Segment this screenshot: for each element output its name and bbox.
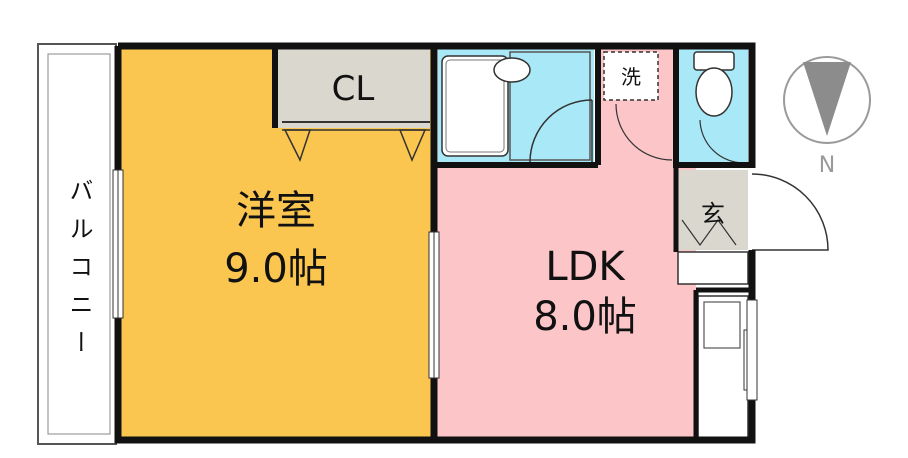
western-room-name: 洋室 <box>236 188 316 234</box>
kitchen-counter <box>697 295 751 441</box>
compass-label: N <box>819 153 835 178</box>
ldk-size: 8.0帖 <box>533 294 637 340</box>
compass-circle <box>783 56 871 144</box>
north-arrow-icon <box>803 62 851 136</box>
laundry-space: 洗 <box>603 51 673 161</box>
bathroom <box>438 48 594 163</box>
balcony-label: バルコニー <box>65 178 93 354</box>
closet-label: CL <box>332 69 375 109</box>
entrance-label: 玄 <box>701 200 725 228</box>
closet <box>272 48 430 162</box>
window-kitchen <box>746 299 758 401</box>
compass: N <box>783 56 871 178</box>
ldk-room <box>436 165 696 440</box>
entrance <box>677 170 829 285</box>
toilet <box>678 48 748 164</box>
ldk-name: LDK <box>545 244 626 290</box>
laundry-label: 洗 <box>621 65 641 89</box>
sliding-door-ldk <box>428 231 440 379</box>
window-balcony <box>112 169 124 319</box>
western-room-size: 9.0帖 <box>224 246 328 292</box>
balcony: バルコニー <box>37 43 117 445</box>
